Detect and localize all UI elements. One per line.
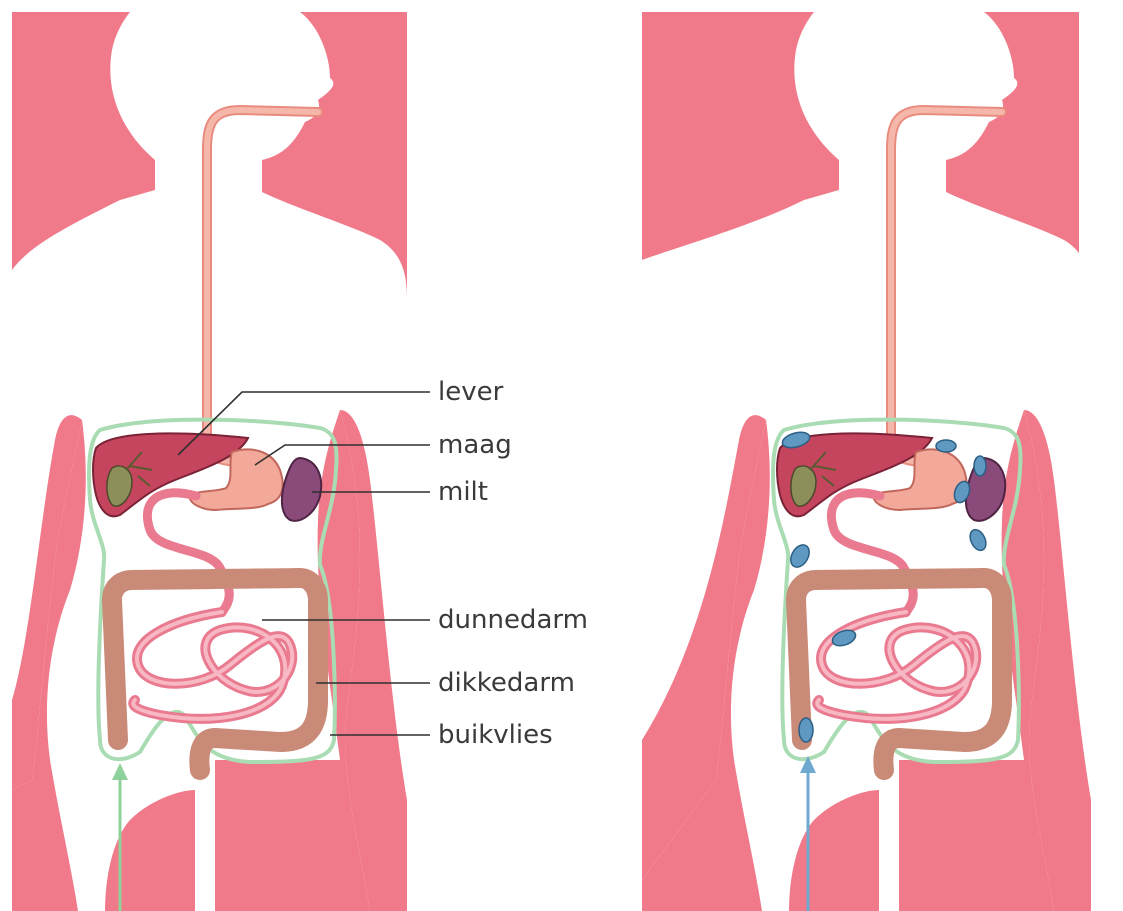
left-panel [12, 12, 430, 911]
label-lever: lever [438, 377, 504, 407]
tumor-spot [974, 456, 986, 476]
label-milt: milt [438, 477, 488, 507]
label-buikvlies: buikvlies [438, 720, 553, 750]
tumor-spot [799, 718, 813, 742]
tumor-spot [936, 440, 956, 452]
label-dikkedarm: dikkedarm [438, 668, 575, 698]
label-dunnedarm: dunnedarm [438, 605, 588, 635]
label-maag: maag [438, 430, 512, 460]
right-panel [642, 12, 1091, 911]
